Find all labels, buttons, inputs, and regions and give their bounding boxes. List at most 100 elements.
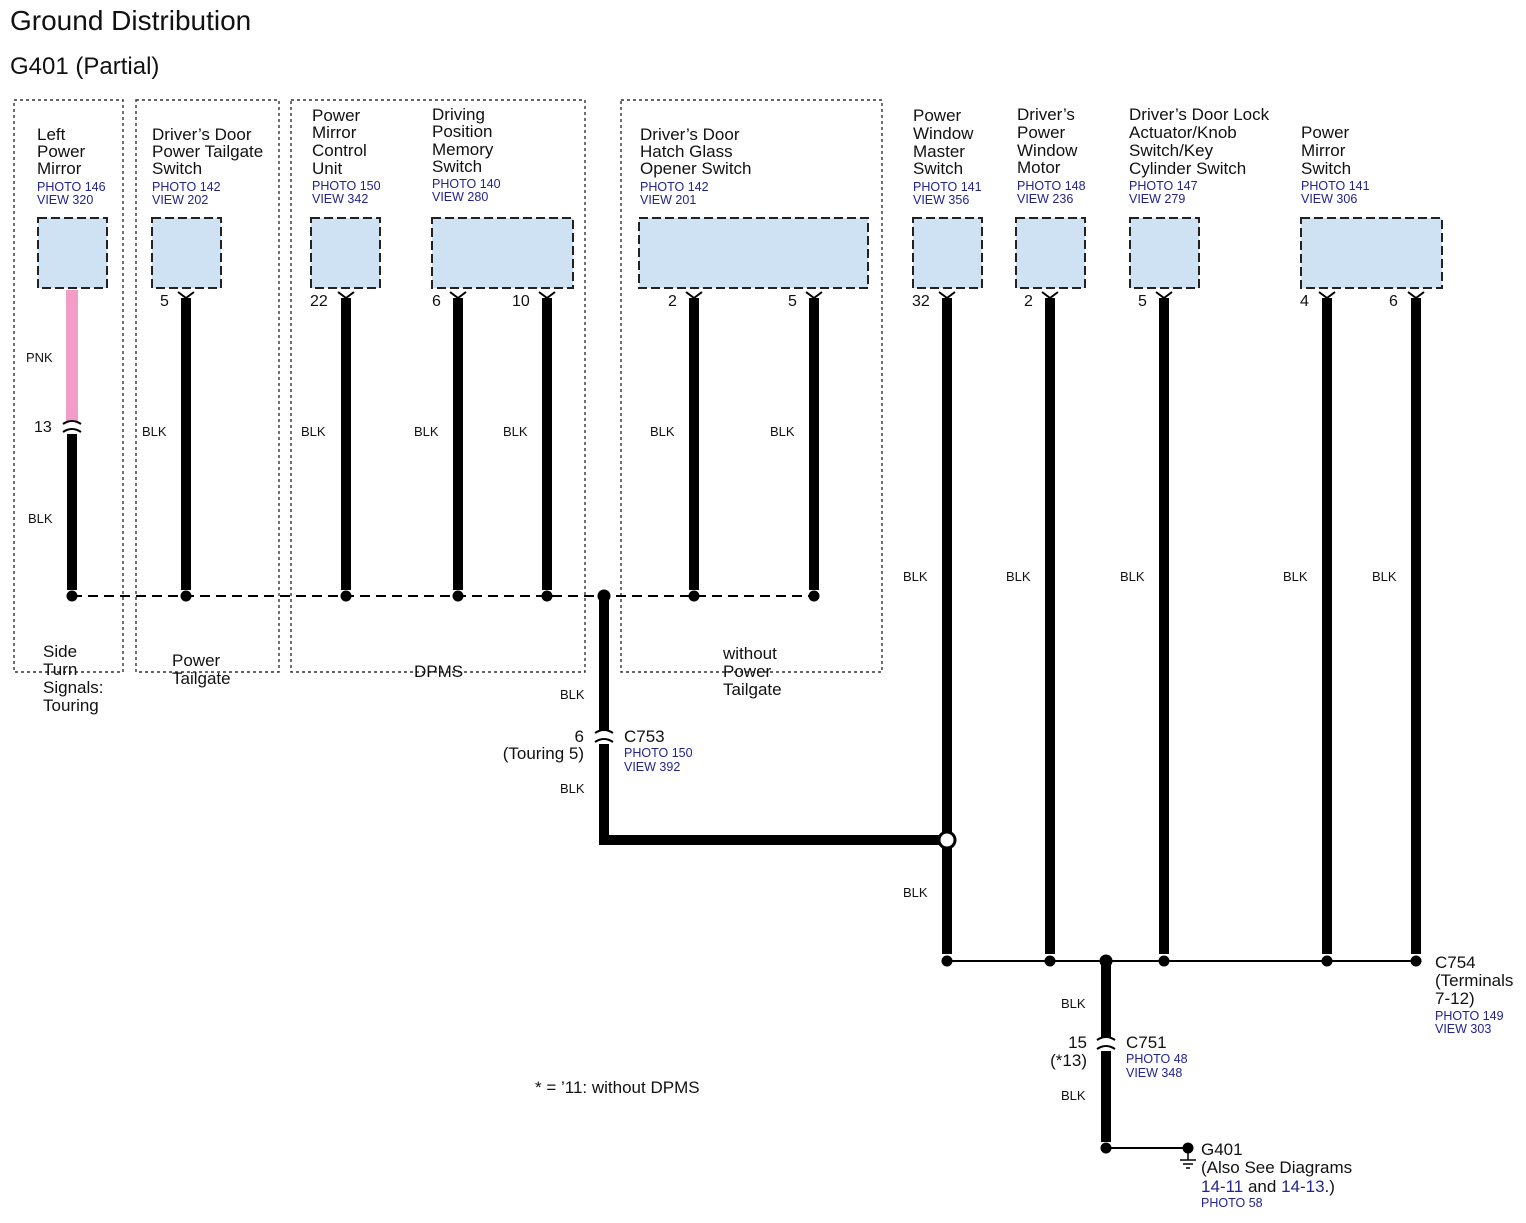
connector-pin-alt: (Touring 5) bbox=[503, 744, 584, 763]
wire-color-label: PNK bbox=[26, 350, 53, 365]
wire-color-label: BLK bbox=[770, 424, 795, 439]
component-name-line: Power bbox=[1017, 123, 1066, 142]
diagram-link-14-11[interactable]: 14-11 bbox=[1201, 1177, 1243, 1196]
photo-ref[interactable]: PHOTO 146 bbox=[37, 180, 106, 194]
photo-ref[interactable]: PHOTO 141 bbox=[913, 180, 982, 194]
zone-label: Turn bbox=[43, 660, 77, 679]
wire-color-label: BLK bbox=[903, 885, 928, 900]
component-name-line: Motor bbox=[1017, 158, 1061, 177]
view-ref[interactable]: VIEW 342 bbox=[312, 192, 368, 206]
zone-without-power-tailgate bbox=[620, 99, 883, 673]
component-name-line: Switch bbox=[913, 159, 963, 178]
pin-number: 6 bbox=[1389, 293, 1398, 310]
photo-ref[interactable]: PHOTO 141 bbox=[1301, 179, 1370, 193]
wire-blk bbox=[599, 744, 947, 845]
connector-name: C753 bbox=[624, 727, 665, 746]
splice-dot bbox=[66, 590, 78, 602]
photo-ref[interactable]: PHOTO 142 bbox=[640, 180, 709, 194]
inline-connector-c753 bbox=[594, 729, 614, 734]
splice-dot bbox=[452, 590, 464, 602]
zone-side-turn bbox=[13, 99, 124, 673]
view-ref[interactable]: VIEW 348 bbox=[1126, 1066, 1182, 1080]
view-ref[interactable]: VIEW 279 bbox=[1129, 192, 1185, 206]
pin-number: 10 bbox=[512, 293, 530, 310]
photo-ref[interactable]: PHOTO 150 bbox=[312, 179, 381, 193]
view-ref[interactable]: VIEW 356 bbox=[913, 193, 969, 207]
splice-dot bbox=[541, 590, 553, 602]
wire-color-label: BLK bbox=[301, 424, 326, 439]
view-ref[interactable]: VIEW 320 bbox=[37, 193, 93, 207]
photo-ref[interactable]: PHOTO 150 bbox=[624, 746, 693, 760]
component-name-line: Power Tailgate bbox=[152, 142, 263, 161]
photo-ref[interactable]: PHOTO 149 bbox=[1435, 1009, 1504, 1023]
zone-dpms bbox=[290, 99, 586, 673]
connector-door-lock-actuator bbox=[1129, 217, 1200, 289]
wire-color-label: BLK bbox=[1006, 569, 1031, 584]
zone-label: Side bbox=[43, 642, 77, 661]
connector-note: 7-12) bbox=[1435, 989, 1475, 1008]
zone-label: Power bbox=[172, 651, 221, 670]
inline-connector-13 bbox=[62, 428, 82, 433]
component-name-line: Driver’s bbox=[1017, 105, 1075, 124]
pin-number: 32 bbox=[912, 293, 930, 310]
component-driving-position-memory-switch: Driving Position Memory Switch PHOTO 140… bbox=[431, 105, 574, 289]
splice-dot bbox=[808, 590, 820, 602]
view-ref[interactable]: VIEW 201 bbox=[640, 193, 696, 207]
zone-label: Tailgate bbox=[172, 669, 231, 688]
zone-label: Tailgate bbox=[723, 680, 782, 699]
component-name-line: Power bbox=[37, 142, 86, 161]
component-name-line: Switch bbox=[1301, 159, 1351, 178]
component-name-line: Left bbox=[37, 125, 66, 144]
ground-name: G401 bbox=[1201, 1140, 1243, 1159]
wire-color-label: BLK bbox=[1283, 569, 1308, 584]
component-name-line: Driver’s Door bbox=[640, 125, 740, 144]
wire-color-label: BLK bbox=[650, 424, 675, 439]
view-ref[interactable]: VIEW 392 bbox=[624, 760, 680, 774]
component-power-mirror-switch: Power Mirror Switch PHOTO 141 VIEW 306 bbox=[1300, 123, 1443, 289]
wire-color-label: BLK bbox=[560, 781, 585, 796]
connector-name: C751 bbox=[1126, 1033, 1167, 1052]
component-name-line: Master bbox=[913, 142, 965, 161]
inline-connector-c751 bbox=[1096, 1036, 1116, 1041]
component-name-line: Driver’s Door Lock bbox=[1129, 105, 1270, 124]
ground-symbol-icon bbox=[1180, 1153, 1196, 1169]
connector-note: (Terminals bbox=[1435, 971, 1513, 990]
terminal-forks bbox=[177, 291, 1425, 300]
view-ref[interactable]: VIEW 280 bbox=[432, 190, 488, 204]
splice-dot bbox=[1182, 1142, 1194, 1154]
component-name-line: Window bbox=[913, 124, 974, 143]
zone-label: Power bbox=[723, 662, 772, 681]
component-name-line: Position bbox=[432, 122, 492, 141]
zone-label: without bbox=[722, 644, 777, 663]
zone-power-tailgate bbox=[135, 99, 280, 673]
view-ref[interactable]: VIEW 303 bbox=[1435, 1022, 1491, 1036]
component-name-line: Switch bbox=[432, 157, 482, 176]
photo-ref[interactable]: PHOTO 48 bbox=[1126, 1052, 1188, 1066]
photo-ref[interactable]: PHOTO 142 bbox=[152, 180, 221, 194]
connector-driving-position-memory-switch bbox=[431, 217, 574, 289]
view-ref[interactable]: VIEW 306 bbox=[1301, 192, 1357, 206]
wire-color-label: BLK bbox=[503, 424, 528, 439]
view-ref[interactable]: VIEW 202 bbox=[152, 193, 208, 207]
connector-pin: 6 bbox=[575, 727, 584, 746]
component-name-line: Hatch Glass bbox=[640, 142, 733, 161]
diagram-link-14-13[interactable]: 14-13 bbox=[1281, 1177, 1324, 1196]
ground-note: (Also See Diagrams bbox=[1201, 1158, 1352, 1177]
photo-ref[interactable]: PHOTO 140 bbox=[432, 177, 501, 191]
pin-number: 5 bbox=[1138, 293, 1147, 310]
photo-ref[interactable]: PHOTO 148 bbox=[1017, 179, 1086, 193]
component-name-line: Power bbox=[913, 106, 962, 125]
connector-power-mirror-control-unit bbox=[310, 217, 381, 289]
view-ref[interactable]: VIEW 236 bbox=[1017, 192, 1073, 206]
wire-color-label: BLK bbox=[142, 424, 167, 439]
wire-color-label: BLK bbox=[1372, 569, 1397, 584]
component-power-tailgate-switch: Driver’s Door Power Tailgate Switch PHOT… bbox=[151, 125, 263, 289]
photo-ref[interactable]: PHOTO 58 bbox=[1201, 1196, 1263, 1210]
component-name-line: Driving bbox=[432, 105, 485, 124]
photo-ref[interactable]: PHOTO 147 bbox=[1129, 179, 1198, 193]
splice-dot bbox=[941, 955, 953, 967]
zone-label: DPMS bbox=[414, 662, 463, 681]
pin-number: 2 bbox=[1024, 293, 1033, 310]
connector-power-mirror-switch bbox=[1300, 217, 1443, 289]
connector-name: C754 bbox=[1435, 953, 1476, 972]
